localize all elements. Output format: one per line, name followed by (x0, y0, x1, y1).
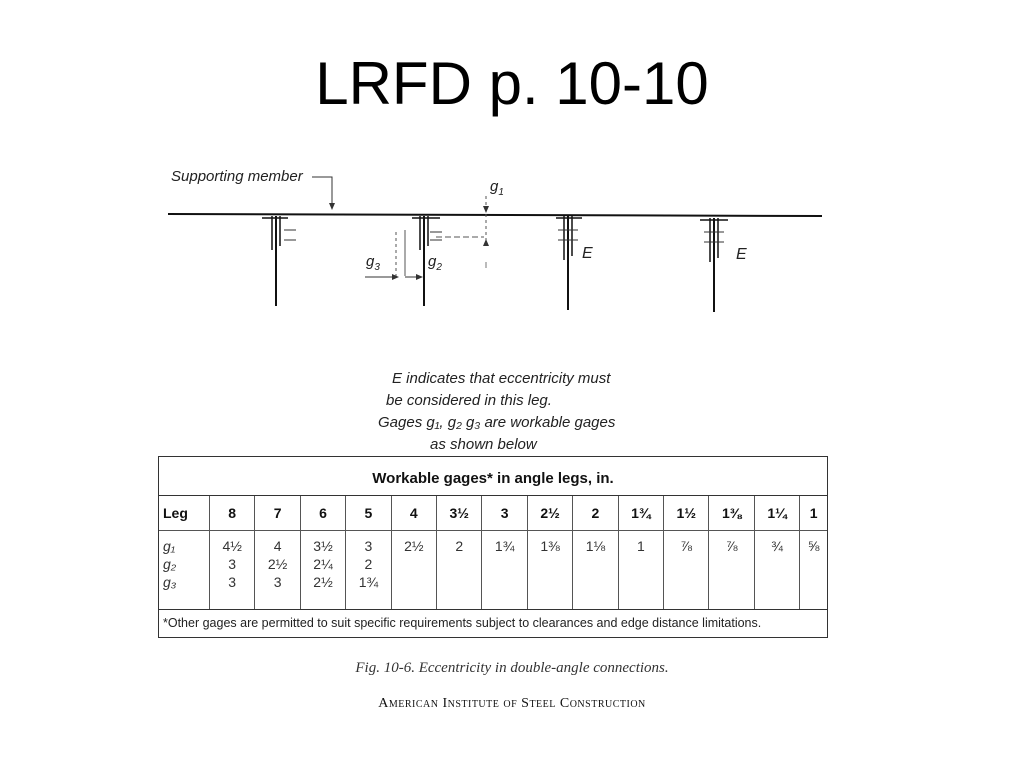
supporting-member-label: Supporting member (171, 168, 304, 185)
explanation-line: Gages g₁, g₂ g₃ are workable gages (378, 414, 616, 431)
row-label-g1: g₁ (163, 538, 176, 554)
gage-cell: 2½ (391, 530, 438, 609)
gage-value: ⅞ (725, 538, 738, 554)
leg-size-header: 1¼ (754, 496, 801, 531)
gage-value: ⅞ (680, 538, 693, 554)
leg-size-header: 1⅜ (708, 496, 755, 531)
leg-size-header: 2 (572, 496, 619, 531)
leg-size-header: 6 (300, 496, 347, 531)
gage-cell: 4 2½ 3 (254, 530, 301, 609)
gage-value: 2½ (267, 556, 288, 572)
g1-label: g1 (490, 178, 504, 198)
gage-value: 4½ (222, 538, 242, 554)
row-labels: g₁ g₂ g₃ (159, 530, 210, 609)
gage-value: ⅝ (807, 538, 820, 554)
explanation-line: be considered in this leg. (386, 392, 552, 409)
gage-values-row: g₁ g₂ g₃ 4½ 3 3 4 2½ 3 3½ 2¼ 2½ 3 2 1¾ 2½ 2 1¾ 1⅜ 1⅛ 1 ⅞ ⅞ ¾… (159, 530, 827, 610)
gage-value: 3 (228, 574, 237, 590)
publisher-credit: American Institute of Steel Construction (378, 696, 646, 711)
gage-value: 1 (636, 538, 645, 554)
gage-value: 2½ (313, 574, 333, 590)
leg-size-header: 3 (481, 496, 528, 531)
leg-size-header: 1½ (663, 496, 710, 531)
supporting-member-line (167, 213, 823, 217)
gage-value: 2 (455, 538, 464, 554)
explanation-line: E indicates that eccentricity must (392, 370, 611, 387)
leg-size-header: 8 (209, 496, 256, 531)
leg-size-header: 1 (799, 496, 827, 531)
figure-caption: Fig. 10-6. Eccentricity in double-angle … (355, 660, 669, 676)
g1-dimension: g1 (483, 178, 504, 268)
angle-pair-1 (262, 216, 296, 306)
gage-cell: 1 (618, 530, 665, 609)
row-label-g2: g₂ (163, 556, 177, 572)
gage-value: 4 (273, 538, 282, 554)
gage-value: 1¾ (358, 574, 379, 590)
gage-cell: ⅞ (708, 530, 755, 609)
gage-value: 2¼ (313, 556, 333, 572)
gage-cell: 1⅛ (572, 530, 619, 609)
gage-value: 1⅜ (540, 538, 560, 554)
supporting-member-leader (312, 176, 333, 208)
workable-gages-table: Workable gages* in angle legs, in. Leg 8… (158, 456, 828, 638)
leg-size-header: 4 (391, 496, 438, 531)
row-label-g3: g₃ (163, 574, 177, 590)
gage-value: 3 (273, 574, 282, 590)
leg-size-header: 5 (345, 496, 392, 531)
gage-cell: 3 2 1¾ (345, 530, 392, 609)
gage-cell: ¾ (754, 530, 801, 609)
gage-value: 3½ (313, 538, 333, 554)
gage-value: 3 (228, 556, 237, 572)
gage-cell: ⅝ (800, 531, 827, 610)
explanation-line: as shown below (430, 436, 537, 453)
table-footnote: *Other gages are permitted to suit speci… (159, 609, 827, 636)
leg-header: Leg (159, 496, 210, 531)
gage-value: 1¾ (494, 538, 515, 554)
gage-value: 1⅛ (585, 538, 606, 554)
gage-cell: ⅞ (663, 530, 710, 609)
gage-cell: 1⅜ (527, 530, 574, 609)
table-title: Workable gages* in angle legs, in. (159, 457, 827, 496)
leg-size-header: 3½ (436, 496, 483, 531)
leg-size-header: 1¾ (618, 496, 665, 531)
angle-pair-4: E (700, 218, 747, 312)
slide-title: LRFD p. 10-10 (315, 50, 709, 117)
g2-label: g2 (428, 253, 442, 273)
leg-size-header: 2½ (527, 496, 574, 531)
diagram-explanation: E indicates that eccentricity must be co… (370, 368, 640, 456)
angle-pair-3: E (556, 216, 593, 310)
gage-cell: 4½ 3 3 (209, 530, 256, 609)
gage-value: ¾ (771, 538, 783, 554)
gage-cell: 2 (436, 530, 483, 609)
eccentricity-label-a: E (582, 245, 593, 262)
gage-cell: 1¾ (481, 530, 528, 609)
gage-cell: 3½ 2¼ 2½ (300, 530, 347, 609)
gage-value: 2 (364, 556, 373, 572)
g3-label: g3 (366, 253, 380, 273)
leg-size-header: 7 (254, 496, 301, 531)
gage-value: 2½ (404, 538, 424, 554)
gage-value: 3 (364, 538, 373, 554)
eccentricity-label-b: E (736, 246, 747, 263)
angle-pair-2 (395, 216, 484, 306)
